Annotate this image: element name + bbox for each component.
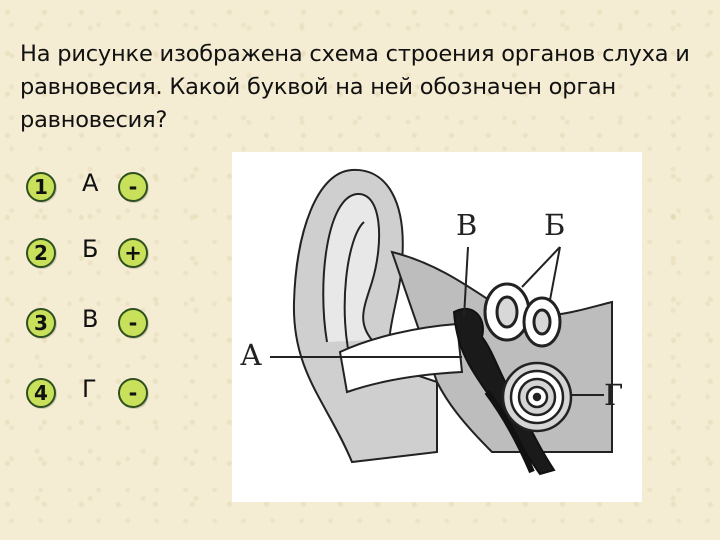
answer-mark-badge: - xyxy=(118,378,148,408)
answer-letter: В xyxy=(82,305,98,333)
answer-number-badge[interactable]: 4 xyxy=(26,378,56,408)
answer-mark-badge: - xyxy=(118,308,148,338)
ear-drawing xyxy=(232,152,642,502)
diagram-label-a: А xyxy=(240,338,262,372)
ear-diagram: А В Б Г xyxy=(232,152,642,502)
question-text: На рисунке изображена схема строения орг… xyxy=(20,38,710,137)
answer-number-badge[interactable]: 3 xyxy=(26,308,56,338)
answer-letter: Б xyxy=(82,235,98,263)
diagram-label-b: Б xyxy=(544,208,565,242)
cochlea xyxy=(503,363,571,431)
answer-mark-badge: + xyxy=(118,238,148,268)
diagram-label-v: В xyxy=(456,208,477,242)
answer-mark-badge: - xyxy=(118,172,148,202)
answer-letter: А xyxy=(82,169,98,197)
answer-number-badge[interactable]: 2 xyxy=(26,238,56,268)
answer-letter: Г xyxy=(82,375,97,403)
diagram-label-g: Г xyxy=(604,378,623,412)
answer-number-badge[interactable]: 1 xyxy=(26,172,56,202)
